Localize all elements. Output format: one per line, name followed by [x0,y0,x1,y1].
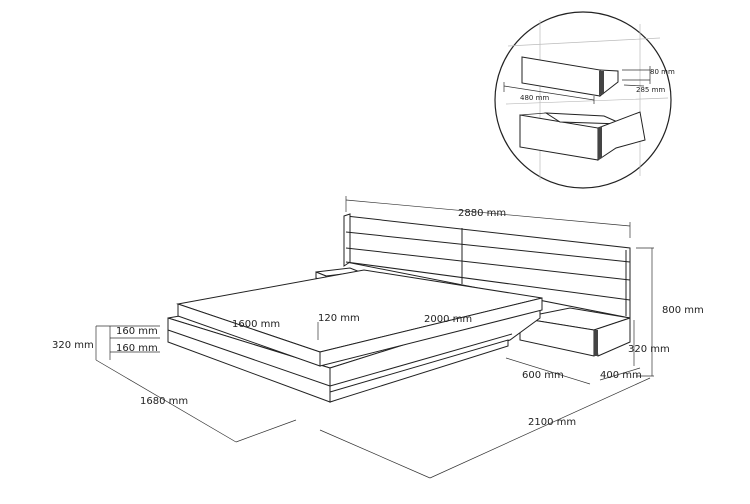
bed-base-mid-line [167,329,331,387]
dim-width-line-end [235,419,297,443]
dim-nightstand-depth-line [599,367,641,381]
total-width-label: 1680 mm [140,396,188,407]
mattress [176,269,543,367]
drawer-open-edge [598,126,602,160]
dim-nightstand-width-line [505,357,591,385]
headboard [343,213,631,319]
drawer-depth-label: 285 mm [636,86,665,94]
dimension-lines [95,196,654,479]
mattress-side [319,297,543,367]
nightstand-height-label: 320 mm [628,344,670,355]
base-lower-label: 160 mm [116,343,158,354]
dimension-labels: 2880 mm 800 mm 320 mm 600 mm 400 mm 2100… [52,208,704,428]
right-nightstand-drawer-edge [594,330,598,356]
drawer-depth-dim-line [623,84,645,87]
drawer-open-rail [519,112,547,116]
headboard-width-label: 2880 mm [458,208,506,219]
drawer-height-label: 80 mm [650,68,675,76]
dim-width-line [95,359,237,443]
drawer-width-dim-line [503,85,595,101]
dim-length-line-left [319,429,431,479]
dim-length-line-right [429,377,651,479]
headboard-row-line-2 [345,247,631,281]
nightstand-depth-label: 400 mm [600,370,642,381]
drawer-closed [521,56,619,98]
bed-base-plinth [329,339,509,403]
detail-background-lines [505,20,669,180]
base-total-label: 320 mm [52,340,94,351]
drawer-open [519,111,646,161]
headboard-row-line-3 [345,261,631,301]
drawer-width-label: 480 mm [520,94,549,102]
drawer-detail-inset: 480 mm 80 mm 285 mm [494,11,675,189]
headboard-height-label: 800 mm [662,305,704,316]
dim-headboard-width-line [345,199,631,227]
right-nightstand [519,307,631,357]
nightstand-width-label: 600 mm [522,370,564,381]
mattress-thickness-label: 120 mm [318,313,360,324]
bed-base-side-mid-line [329,333,513,387]
headboard-row-line-1 [345,231,631,263]
drawer-closed-edge [599,71,604,95]
headboard-left-edge [343,213,351,267]
base-upper-label: 160 mm [116,326,158,337]
drawer-dimension-lines [503,66,651,104]
total-length-label: 2100 mm [528,417,576,428]
mattress-length-label: 2000 mm [424,314,472,325]
mattress-width-label: 1600 mm [232,319,280,330]
